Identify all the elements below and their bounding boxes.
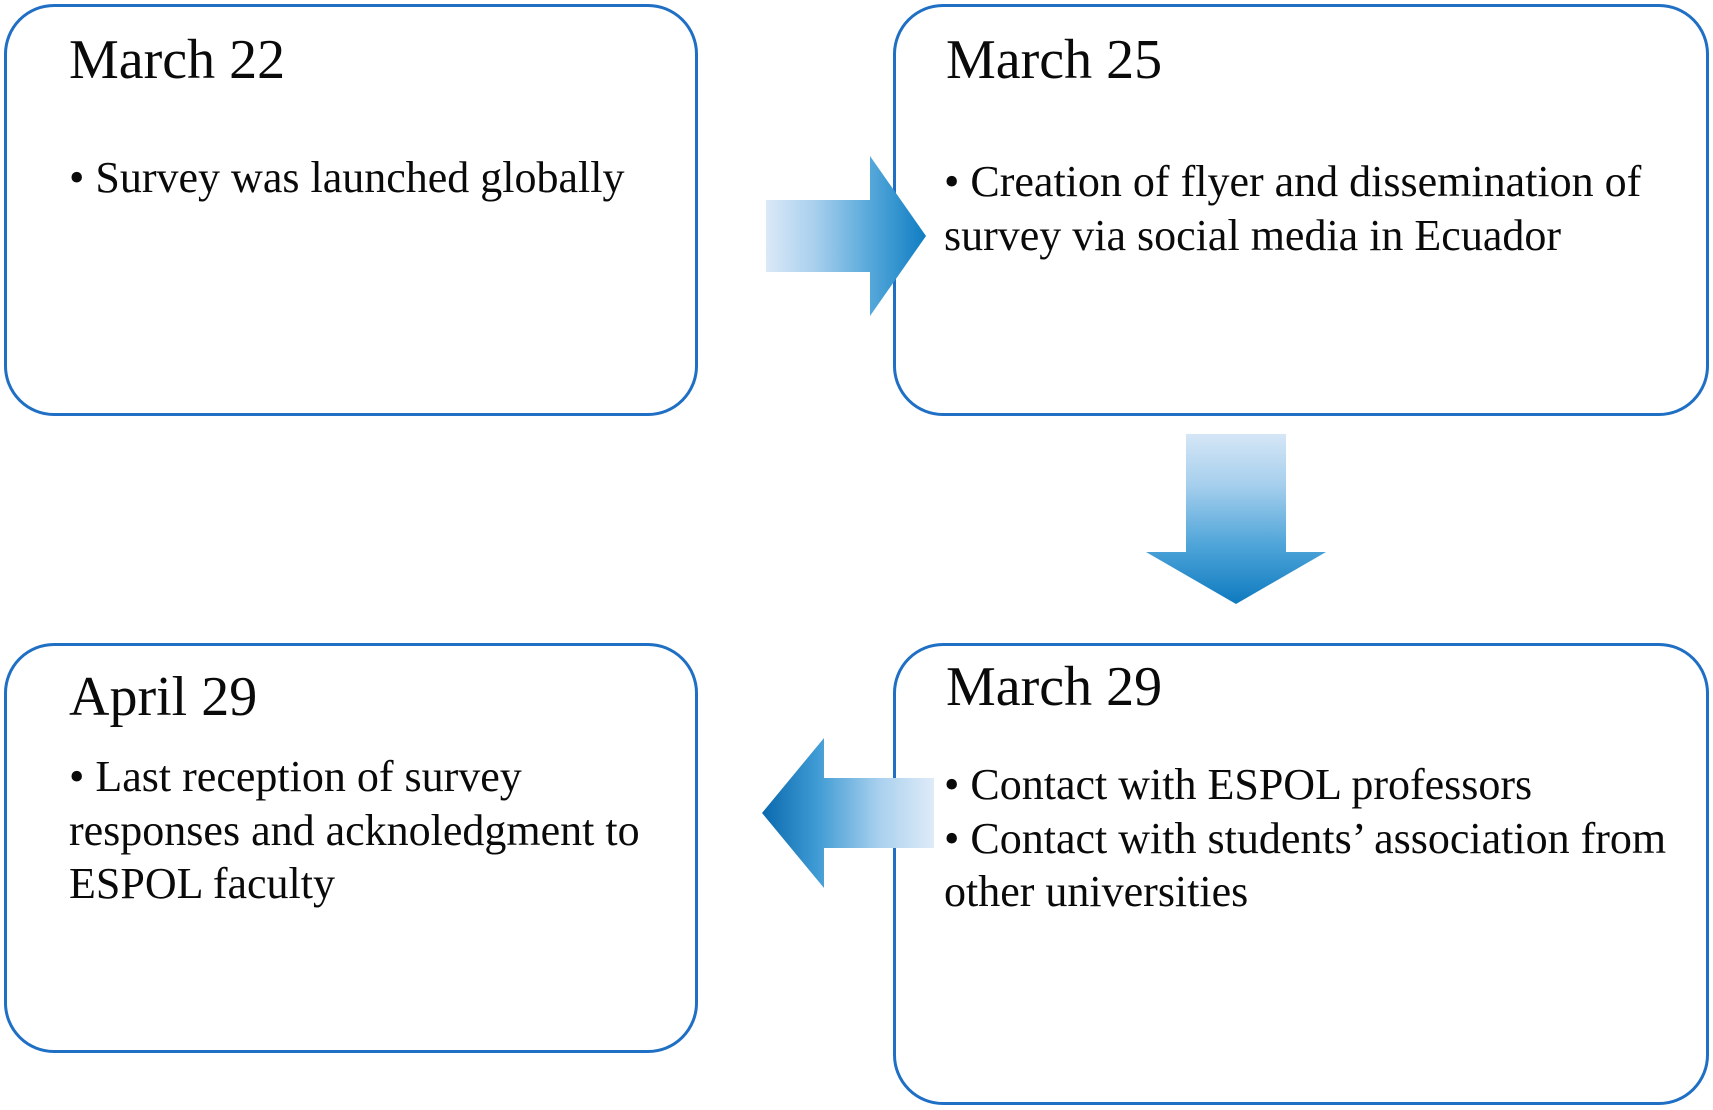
node-march-25-body: • Creation of flyer and dissemination of… xyxy=(944,155,1704,262)
node-april-29-body: • Last reception of survey responses and… xyxy=(69,750,695,911)
node-april-29[interactable]: April 29 • Last reception of survey resp… xyxy=(4,643,698,1053)
node-april-29-title: April 29 xyxy=(69,666,258,728)
bullet-item: • Contact with ESPOL professors xyxy=(944,760,1533,809)
bullet-item: • Creation of flyer and dissemination of… xyxy=(944,157,1642,260)
node-march-25-title: March 25 xyxy=(946,29,1163,91)
node-march-22[interactable]: March 22 • Survey was launched globally xyxy=(4,4,698,416)
bullet-item: • Contact with students’ association fro… xyxy=(944,813,1667,917)
bullet-item: • Last reception of survey responses and… xyxy=(69,752,640,909)
node-march-22-body: • Survey was launched globally xyxy=(69,151,669,205)
arrow-left-icon xyxy=(762,738,934,888)
node-march-22-title: March 22 xyxy=(69,29,286,91)
node-march-25[interactable]: March 25 • Creation of flyer and dissemi… xyxy=(893,4,1709,416)
node-march-29[interactable]: March 29 • Contact with ESPOL professors… xyxy=(893,643,1709,1105)
arrow-right-icon xyxy=(766,156,926,316)
node-march-29-body: • Contact with ESPOL professors • Contac… xyxy=(944,758,1706,919)
bullet-item: • Survey was launched globally xyxy=(69,153,625,202)
node-march-29-title: March 29 xyxy=(946,656,1163,718)
arrow-down-icon xyxy=(1146,434,1326,604)
